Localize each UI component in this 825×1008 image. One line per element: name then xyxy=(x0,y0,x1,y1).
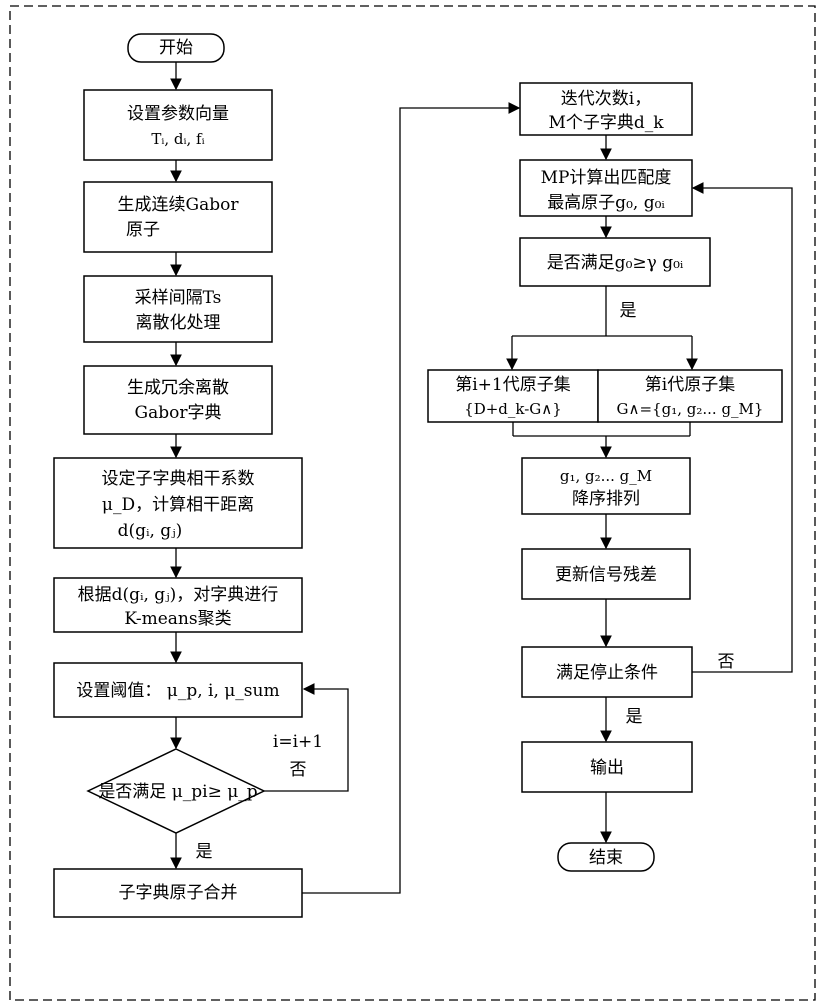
no-label-left: 否 xyxy=(290,760,307,780)
set-params-line1: 设置参数向量 xyxy=(127,104,229,124)
coherence-line2: μ_D，计算相干距离 xyxy=(102,495,254,515)
mp-calc-line1: MP计算出匹配度 xyxy=(541,168,672,188)
gen-gabor-line1: 生成连续Gabor xyxy=(118,195,240,215)
kmeans-line2: K-means聚类 xyxy=(124,609,231,629)
next-gen-line2: {D+d_k-G∧} xyxy=(464,400,562,418)
redundant-dict-box xyxy=(84,366,272,434)
sampling-line1: 采样间隔Ts xyxy=(135,288,222,308)
set-params-box xyxy=(84,90,272,160)
set-params-line2: Tᵢ, dᵢ, fᵢ xyxy=(151,130,204,148)
next-gen-line1: 第i+1代原子集 xyxy=(455,375,571,395)
no-label-right: 否 xyxy=(718,652,735,672)
end-label: 结束 xyxy=(589,848,623,868)
decision-g-label: 是否满足g₀≥γ g₀ᵢ xyxy=(547,253,684,273)
loop-increment-label: i=i+1 xyxy=(273,732,323,752)
yes-label-stop: 是 xyxy=(626,707,643,727)
coherence-line1: 设定子字典相干系数 xyxy=(102,469,255,489)
gen-gabor-line2: 原子 xyxy=(126,220,160,240)
threshold-label: 设置阈值： μ_p, i, μ_sum xyxy=(76,681,279,701)
kmeans-line1: 根据d(gᵢ, gⱼ)，对字典进行 xyxy=(78,585,279,605)
output-label: 输出 xyxy=(590,758,624,778)
sort-line1: g₁, g₂... g_M xyxy=(560,467,652,485)
update-residual-label: 更新信号残差 xyxy=(555,565,657,585)
connector-merge-iterate xyxy=(302,108,519,893)
redundant-dict-line1: 生成冗余离散 xyxy=(127,378,229,398)
this-gen-line2: G∧={g₁, g₂... g_M} xyxy=(617,400,764,418)
merge-label: 子字典原子合并 xyxy=(119,883,238,903)
gen-gabor-box xyxy=(84,182,272,252)
yes-label-left: 是 xyxy=(196,842,213,862)
this-gen-line1: 第i代原子集 xyxy=(645,375,735,395)
coherence-line3: d(gᵢ, gⱼ) xyxy=(118,521,183,541)
start-label: 开始 xyxy=(159,38,193,58)
stop-condition-label: 满足停止条件 xyxy=(556,663,658,683)
yes-label-right: 是 xyxy=(620,301,637,321)
sampling-line2: 离散化处理 xyxy=(136,313,221,333)
iterate-line1: 迭代次数i， xyxy=(561,89,651,109)
mp-calc-line2: 最高原子g₀, g₀ᵢ xyxy=(547,193,665,213)
sort-line2: 降序排列 xyxy=(572,489,640,509)
decision-mu-label: 是否满足 μ_pi≥ μ_p xyxy=(98,782,257,802)
iterate-line2: M个子字典d_k xyxy=(548,113,664,133)
redundant-dict-line2: Gabor字典 xyxy=(135,403,222,423)
